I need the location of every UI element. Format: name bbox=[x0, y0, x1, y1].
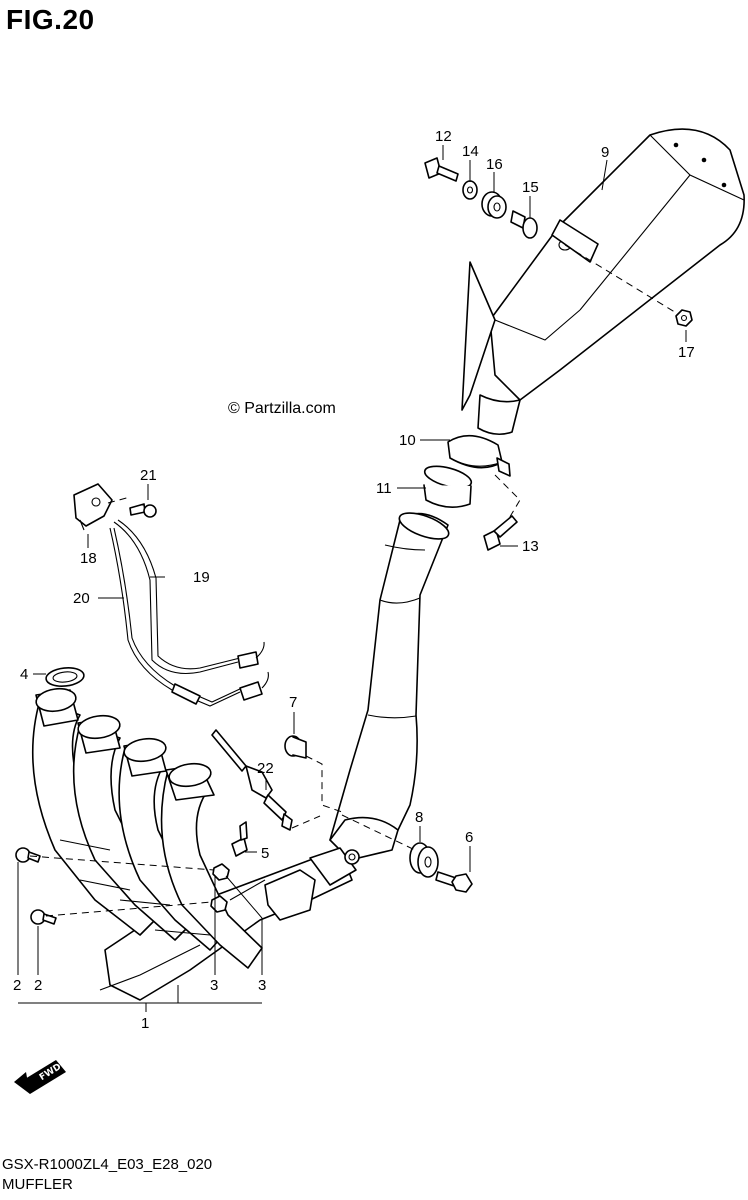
callout-10: 10 bbox=[399, 432, 416, 449]
fwd-badge: FWD bbox=[14, 1060, 66, 1094]
nut-part-3-upper[interactable] bbox=[212, 863, 230, 881]
model-code: GSX-R1000ZL4_E03_E28_020 bbox=[2, 1156, 213, 1173]
bolt-part-2-upper[interactable] bbox=[15, 847, 41, 863]
callout-7: 7 bbox=[289, 694, 297, 711]
bolt-part-6[interactable] bbox=[435, 871, 473, 893]
callout-11: 11 bbox=[376, 480, 392, 497]
grommet-part-16[interactable] bbox=[481, 191, 507, 219]
cable-part-19[interactable] bbox=[113, 519, 265, 675]
callout-4: 4 bbox=[20, 666, 28, 683]
gasket-part-11[interactable] bbox=[422, 462, 473, 508]
grommet-part-8[interactable] bbox=[409, 842, 439, 878]
exhaust-header-part-1[interactable] bbox=[31, 686, 360, 1001]
callout-17: 17 bbox=[678, 344, 695, 361]
clamp-part-10[interactable] bbox=[447, 434, 511, 477]
section-name: MUFFLER bbox=[2, 1176, 73, 1193]
callout-2b: 2 bbox=[34, 977, 42, 994]
bolt-part-12[interactable] bbox=[424, 157, 459, 182]
callout-13: 13 bbox=[522, 538, 539, 555]
callout-21: 21 bbox=[140, 467, 157, 484]
figure-title: FIG.20 bbox=[6, 4, 95, 35]
bolt-part-13[interactable] bbox=[483, 515, 518, 551]
washer-part-14[interactable] bbox=[462, 180, 478, 200]
callout-16: 16 bbox=[486, 156, 503, 173]
o2-sensor-part-22[interactable] bbox=[211, 729, 293, 831]
mid-pipe[interactable] bbox=[329, 508, 452, 861]
bolt-part-5[interactable] bbox=[231, 821, 248, 857]
callout-15: 15 bbox=[522, 179, 539, 196]
callout-19: 19 bbox=[193, 569, 210, 586]
callout-22: 22 bbox=[257, 760, 274, 777]
nut-part-17[interactable] bbox=[675, 309, 693, 327]
callout-2a: 2 bbox=[13, 977, 21, 994]
callout-3a: 3 bbox=[210, 977, 218, 994]
bracket-part-18[interactable] bbox=[73, 483, 113, 531]
leader-lines bbox=[17, 145, 687, 1012]
callout-9: 9 bbox=[601, 144, 609, 161]
callout-12: 12 bbox=[435, 128, 452, 145]
collar-part-7[interactable] bbox=[284, 735, 307, 759]
callout-18: 18 bbox=[80, 550, 97, 567]
gasket-part-4[interactable] bbox=[45, 666, 85, 688]
callout-numbers: 1 2 2 3 3 4 5 6 7 8 9 10 11 12 13 14 15 … bbox=[13, 128, 695, 1032]
collar-part-15[interactable] bbox=[510, 210, 538, 239]
callout-20: 20 bbox=[73, 590, 90, 607]
watermark: © Partzilla.com bbox=[228, 400, 336, 417]
screw-part-21[interactable] bbox=[129, 503, 157, 518]
muffler-part[interactable] bbox=[461, 128, 745, 436]
callout-1: 1 bbox=[141, 1015, 149, 1032]
bolt-part-2-lower[interactable] bbox=[30, 909, 57, 925]
callout-6: 6 bbox=[465, 829, 473, 846]
callout-8: 8 bbox=[415, 809, 423, 826]
callout-14: 14 bbox=[462, 143, 479, 160]
cable-part-20[interactable] bbox=[109, 527, 269, 707]
callout-3b: 3 bbox=[258, 977, 266, 994]
callout-5: 5 bbox=[261, 845, 269, 862]
